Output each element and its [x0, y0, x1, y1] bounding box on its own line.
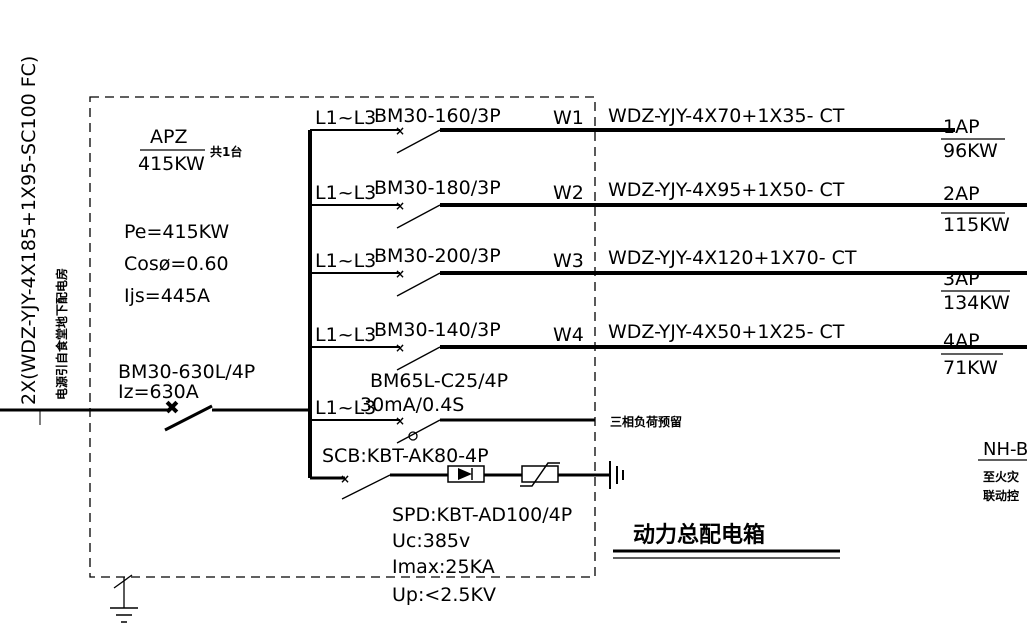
circuit-phase: L1~L3 — [315, 182, 376, 204]
circuit-power: 96KW — [943, 140, 998, 162]
circuit-power: 134KW — [943, 292, 1010, 314]
circuit-id: W3 — [553, 250, 584, 272]
circuit-cable: WDZ-YJY-4X120+1X70- CT — [608, 247, 857, 269]
circuit-breaker: BM30-140/3P — [374, 319, 501, 341]
panel-cos: Cosø=0.60 — [124, 253, 229, 275]
svg-text:×: × — [395, 341, 405, 355]
spd-uc: Uc:385v — [392, 530, 470, 552]
rcd-sensitivity: 30mA/0.4S — [360, 394, 464, 416]
circuit-id: W1 — [553, 107, 584, 129]
svg-text:×: × — [340, 472, 350, 486]
circuit-w3: × L1~L3 BM30-200/3P W3 WDZ-YJY-4X120+1X7… — [310, 245, 1027, 314]
spd-up: Up:<2.5KV — [392, 584, 496, 606]
panel-title: 动力总配电箱 — [633, 522, 765, 548]
supply-cable-label: 2X(WDZ-YJY-4X185+1X95-SC100 FC) — [18, 56, 40, 405]
circuit-breaker: BM30-160/3P — [374, 105, 501, 127]
svg-text:×: × — [395, 267, 405, 281]
panel-name: APZ — [150, 126, 187, 148]
circuit-load: 2AP — [943, 183, 980, 205]
circuit-rcd: × BM65L-C25/4P L1~L3 30mA/0.4S 三相负荷预留 — [310, 370, 682, 444]
panel-enclosure — [89, 96, 596, 578]
circuit-phase: L1~L3 — [315, 250, 376, 272]
rcd-model: BM65L-C25/4P — [370, 370, 508, 392]
fire-cable: NH-B — [983, 439, 1027, 460]
circuit-load: 4AP — [943, 330, 980, 352]
circuit-phase: L1~L3 — [315, 107, 376, 129]
panel-power: 415KW — [138, 153, 205, 175]
circuit-phase: L1~L3 — [315, 324, 376, 346]
spd-scb: SCB:KBT-AK80-4P — [322, 445, 489, 467]
main-breaker-rating: Iz=630A — [118, 381, 199, 403]
circuit-cable: WDZ-YJY-4X70+1X35- CT — [608, 105, 845, 127]
panel-pe: Pe=415KW — [124, 221, 229, 243]
circuit-w4: × L1~L3 BM30-140/3P W4 WDZ-YJY-4X50+1X25… — [310, 319, 1027, 379]
main-breaker-switch — [164, 404, 213, 432]
fire-note-2: 联动控 — [983, 488, 1019, 503]
circuit-breaker: BM30-200/3P — [374, 245, 501, 267]
circuit-load: 3AP — [943, 268, 980, 290]
panel-ijs: Ijs=445A — [124, 285, 210, 307]
circuit-id: W4 — [553, 324, 584, 346]
rcd-note: 三相负荷预留 — [610, 414, 682, 429]
circuit-cable: WDZ-YJY-4X95+1X50- CT — [608, 179, 845, 201]
rcd-phase: L1~L3 — [315, 397, 376, 419]
panel-qty: 共1台 — [210, 144, 242, 159]
spd-model: SPD:KBT-AD100/4P — [392, 504, 572, 526]
circuit-power: 71KW — [943, 357, 998, 379]
circuit-power: 115KW — [943, 214, 1010, 236]
circuit-id: W2 — [553, 182, 584, 204]
circuit-w1: × L1~L3 BM30-160/3P W1 WDZ-YJY-4X70+1X35… — [310, 105, 1005, 162]
circuit-spd: × SCB:KBT-AK80-4P SPD:KBT-AD100/4P Uc:38… — [310, 445, 624, 606]
spd-imax: Imax:25KA — [392, 556, 495, 578]
circuit-load: 1AP — [943, 116, 980, 138]
circuit-breaker: BM30-180/3P — [374, 177, 501, 199]
svg-text:×: × — [395, 414, 405, 428]
svg-text:×: × — [395, 124, 405, 138]
supply-source-note: 电源引自食堂地下配电房 — [54, 268, 69, 400]
circuit-w2: × L1~L3 BM30-180/3P W2 WDZ-YJY-4X95+1X50… — [310, 177, 1027, 236]
svg-text:×: × — [395, 199, 405, 213]
fire-note-1: 至火灾 — [983, 469, 1020, 484]
circuit-cable: WDZ-YJY-4X50+1X25- CT — [608, 321, 845, 343]
main-breaker-model: BM30-630L/4P — [118, 361, 255, 383]
main-breaker-cross: ✖ — [164, 397, 180, 419]
